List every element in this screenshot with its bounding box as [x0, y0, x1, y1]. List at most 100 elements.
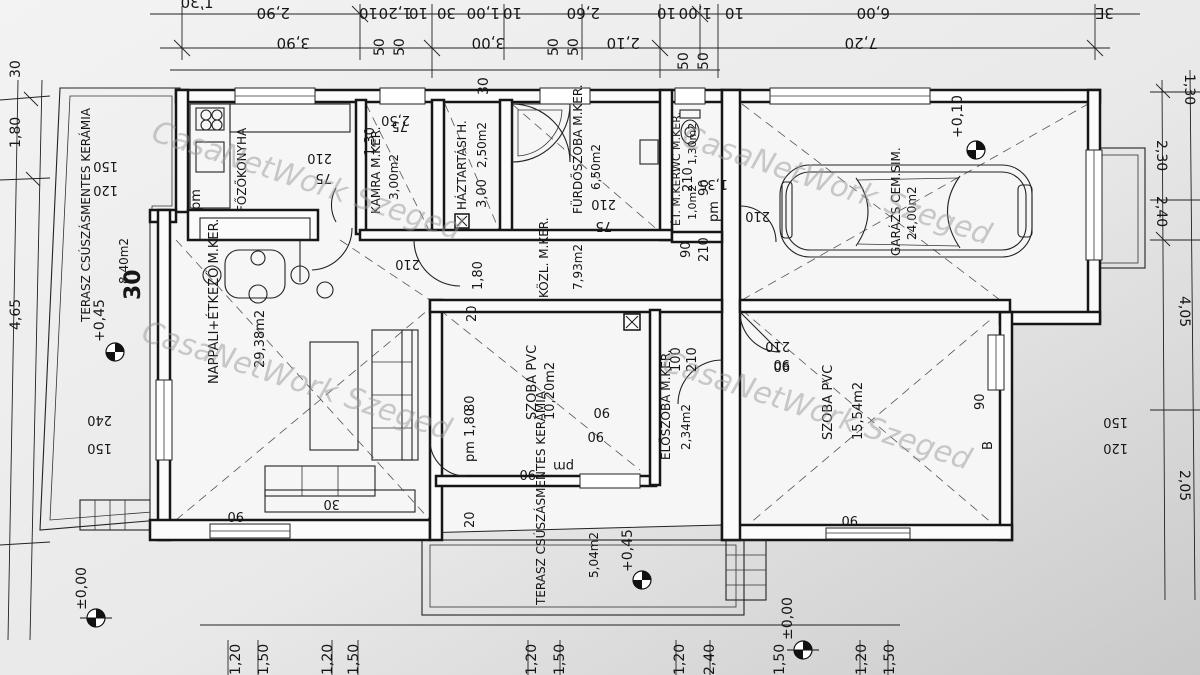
dimension-lines [0, 4, 1200, 675]
ann-bedroom-large-door-90: 90 [773, 358, 790, 373]
dim-left-2: 4,65 [8, 299, 24, 330]
ann-et-210: 90 [697, 179, 712, 196]
dim-top-11: 1,00 [679, 4, 712, 22]
room-utility-area: 2,50m2 [475, 122, 489, 168]
room-hall-area: 7,93m2 [571, 244, 585, 290]
room-utility-name: HÁZTARTÁSI H. [454, 120, 469, 210]
bottom-dimensions: 1,20 1,50 1,20 1,50 1,20 1,50 1,20 2,40 … [228, 644, 898, 675]
dim-bottom-10: 1,20 [854, 644, 870, 675]
ann-hall-210: 210 [395, 256, 420, 271]
room-bedroom-large-name: SZOBA PVC [821, 365, 836, 440]
dim-top-12: 10 [725, 4, 744, 22]
level-labels: ±0,00 ±0,00 +0,45 +0,45 +0,10 [74, 95, 966, 640]
bathroom-fixtures [454, 103, 701, 331]
room-bath-name: FÜRDŐSZOBA M.KER. [569, 84, 585, 214]
left-dimensions: 1,80 4,65 30 [8, 60, 24, 330]
dim-left-1: 1,80 [8, 117, 24, 148]
room-pantry-name: KAMRA M.KER. [369, 127, 383, 214]
dim-top-row2-1: 3,90 [277, 34, 310, 52]
ann-section-b: 30 [121, 269, 146, 300]
ann-hall-75: 210 [681, 167, 696, 192]
ann-pm-180: 75 [391, 118, 408, 133]
ann-entry-210: 210 [685, 347, 700, 372]
room-diagonals [175, 103, 1089, 531]
top-dimension-row-2: 3,90 3,00 2,10 7,20 [277, 34, 878, 52]
ann-terrace-150-bottom: 150 [87, 440, 112, 455]
ann-hall-130: 1,80 [471, 261, 486, 290]
dim-top-row3-2: 50 [392, 38, 408, 56]
ann-terrace-240: 240 [87, 412, 112, 427]
room-garage-area: 24,00m2 [905, 186, 919, 240]
room-bath-area: 6,50m2 [589, 144, 603, 190]
dim-top-row2-2: 3,00 [472, 34, 505, 52]
ann-small-bedroom-door-210: 90 [593, 404, 610, 419]
ann-hall-90: 90 [679, 241, 694, 258]
dim-bottom-7: 1,20 [672, 644, 688, 675]
room-terrace-south-area: 5,04m2 [587, 532, 601, 578]
ann-living-90: 90 [227, 508, 244, 523]
garage-car [779, 164, 1033, 258]
ann-terrace-150-top: 150 [93, 158, 118, 173]
ann-hall-210-b: 210 [697, 237, 712, 262]
ann-pm-kitchen: pm [189, 189, 204, 210]
right-dimensions: 1,30 2,30 2,40 4,05 2,05 [1153, 74, 1197, 501]
ann-kitchen-door: 210 [307, 150, 332, 165]
room-entry-area: 2,34m2 [679, 404, 693, 450]
ann-garage-210: 210 [745, 208, 770, 223]
top-dimension-row-1: 1,30 2,90 10 1,20 10 30 1,00 10 2,60 10 … [181, 0, 1114, 22]
ann-hall-90-b: pm [707, 201, 722, 222]
dim-right-2: 2,30 [1153, 140, 1169, 171]
dim-top-4: 1,20 [379, 4, 412, 22]
level-garage: +0,10 [950, 95, 966, 138]
dim-bottom-3: 1,20 [320, 644, 336, 675]
dim-bottom-11: 1,50 [882, 644, 898, 675]
ann-bedroom-large-win-90: 90 [973, 393, 988, 410]
ann-garage-90: 1,35 [699, 176, 728, 191]
dim-right-1: 1,30 [1181, 74, 1197, 105]
dim-bottom-2: 1,50 [256, 644, 272, 675]
dim-top-14: 3E [1095, 4, 1114, 22]
room-bedroom-large-area: 15,54m2 [851, 382, 866, 440]
room-wc-name: WC M.KER. [670, 112, 683, 172]
room-bedroom-small-name: SZOBA PVC [525, 345, 540, 420]
dim-top-8: 10 [503, 4, 522, 22]
ann-bedroom-large-210: 210 [765, 338, 790, 353]
dim-top-row3-3: 30 [476, 77, 492, 95]
dim-top-7: 1,00 [467, 4, 500, 22]
ann-kitchen-135: 1,30 [363, 127, 378, 156]
room-kitchen-name: FŐZŐKONYHA [234, 127, 249, 212]
opening-annotations: 150 120 240 150 210 75 210 75 210 210 90… [87, 112, 1128, 528]
room-garage-name: GARÁZS CEM.SIM. [888, 147, 903, 256]
dim-top-13: 6,00 [857, 4, 890, 22]
dim-top-row3-4: 50 [546, 38, 562, 56]
ann-large-bedroom-90: 90 [841, 512, 858, 527]
dim-top-row3-1: 50 [372, 38, 388, 56]
dim-right-4: 4,05 [1176, 296, 1192, 327]
level-entrance: ±0,00 [780, 597, 796, 640]
ann-terrace-20: pm 1,80 [463, 408, 478, 462]
ann-bath-75: 75 [595, 218, 612, 233]
room-et-area: 1,0m2 [686, 185, 699, 220]
ann-pm-large-bedroom: B [981, 441, 996, 450]
dim-top-row3-6: 50 [676, 52, 692, 70]
room-living-area: 29,38m2 [253, 310, 268, 368]
dim-bottom-4: 1,50 [346, 644, 362, 675]
dim-bottom-1: 1,20 [228, 644, 244, 675]
ann-pm-small-bedroom: pm [553, 458, 574, 473]
dim-top-3: 10 [359, 4, 378, 22]
living-furniture [202, 249, 419, 513]
dim-bottom-6: 1,50 [552, 644, 568, 675]
ann-terrace-120-top: 120 [93, 182, 118, 197]
door-swings [299, 103, 781, 477]
dim-left-3: 30 [8, 60, 24, 78]
room-wc-area: 1,30m2 [686, 123, 699, 165]
dim-top-1: 1,30 [181, 0, 214, 12]
room-hall-name: KÖZL. M.KER. [535, 217, 551, 298]
ann-utility-250: 3,00 [475, 179, 490, 208]
room-labels: TERASZ CSÚSZÁSMENTES KERÁMIA 8,40m2 FŐZŐ… [78, 84, 919, 606]
room-entry-name: ELŐSZOBA M.KER. [658, 349, 673, 460]
dim-top-2: 2,90 [257, 4, 290, 22]
room-et-name: ÉT. M.KER. [670, 169, 683, 226]
dim-top-row3-7: 50 [696, 52, 712, 70]
